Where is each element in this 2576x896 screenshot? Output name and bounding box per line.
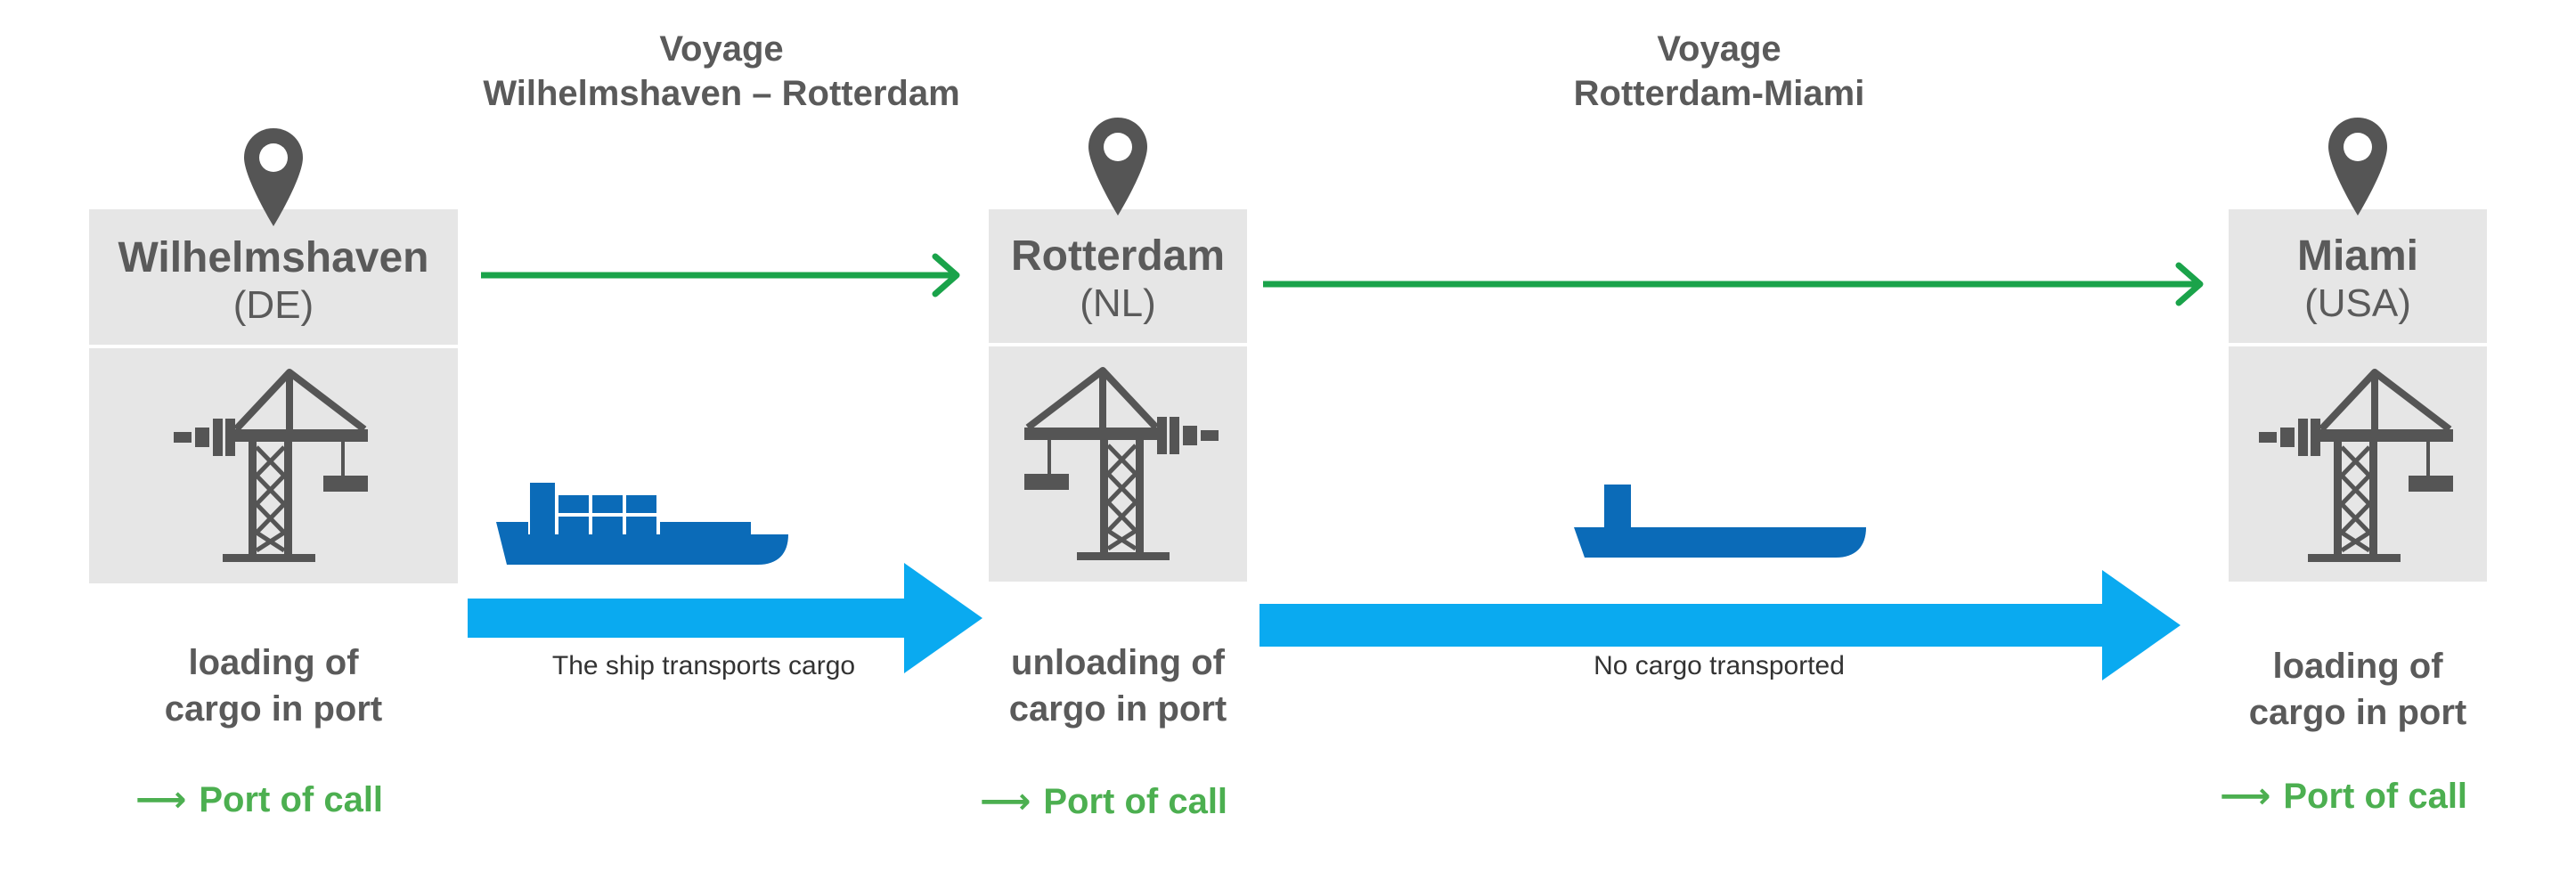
port-crane-icon	[174, 369, 368, 562]
activity-line: loading of	[2272, 647, 2443, 686]
leg-caption: No cargo transported	[1594, 651, 1845, 680]
voyage-label: Voyage	[1657, 29, 1781, 69]
voyage-title: Voyage Wilhelmshaven – Rotterdam	[419, 27, 1024, 116]
location-pin-icon	[2328, 118, 2387, 216]
right-arrow-icon: ⟶	[2220, 777, 2271, 816]
port-activity: loading of cargo in port	[89, 639, 458, 732]
activity-line: unloading of	[1011, 643, 1225, 682]
empty-ship-icon	[1574, 485, 1866, 558]
port-name: Miami	[2296, 232, 2419, 280]
activity-line: cargo in port	[2248, 693, 2467, 732]
right-arrow-icon: ⟶	[980, 782, 1031, 821]
right-arrow-icon	[1259, 570, 2181, 680]
port-code: (DE)	[232, 283, 314, 327]
leg-caption: The ship transports cargo	[551, 651, 856, 680]
location-pin-icon	[244, 128, 303, 226]
port-of-call-text: Port of call	[2283, 777, 2468, 816]
voyage-route: Wilhelmshaven – Rotterdam	[483, 74, 960, 113]
port-crane-icon	[1024, 367, 1219, 560]
port-of-call-label: ⟶ Port of call	[2220, 774, 2467, 819]
right-arrow-icon	[1263, 262, 2204, 306]
port-box-header	[2229, 209, 2487, 343]
activity-line: loading of	[188, 643, 359, 682]
port-of-call-label: ⟶ Port of call	[980, 779, 1227, 824]
port-of-call-label: ⟶ Port of call	[135, 778, 383, 822]
port-name: Wilhelmshaven	[118, 234, 429, 281]
voyage-label: Voyage	[659, 29, 784, 69]
port-activity: loading of cargo in port	[2184, 643, 2531, 736]
port-of-call-text: Port of call	[1043, 782, 1228, 821]
voyage-title: Voyage Rotterdam-Miami	[1407, 27, 2031, 116]
port-crane-icon	[2259, 369, 2453, 562]
port-box-header	[989, 209, 1247, 343]
right-arrow-icon: ⟶	[135, 780, 187, 819]
port-code: (USA)	[2304, 281, 2411, 325]
right-arrow-icon	[481, 253, 960, 297]
port-box-header	[89, 209, 458, 345]
activity-line: cargo in port	[164, 689, 383, 729]
voyage-route: Rotterdam-Miami	[1573, 74, 1865, 113]
loaded-container-ship-icon	[496, 483, 788, 565]
activity-line: cargo in port	[1008, 689, 1227, 729]
port-of-call-text: Port of call	[199, 780, 384, 819]
location-pin-icon	[1088, 118, 1147, 216]
port-activity: unloading of cargo in port	[944, 639, 1292, 732]
right-arrow-icon	[468, 563, 982, 673]
port-name: Rotterdam	[1010, 232, 1226, 280]
port-code: (NL)	[1080, 281, 1156, 325]
